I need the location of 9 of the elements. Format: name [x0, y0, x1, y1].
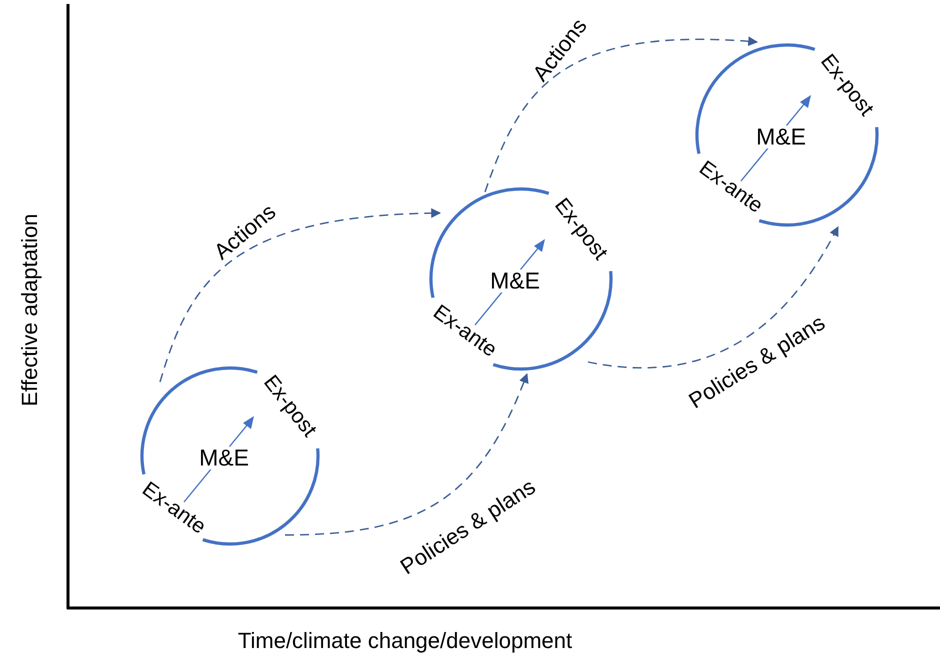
axis-title: Time/climate change/development [238, 630, 572, 652]
cycle-circle [140, 366, 320, 546]
dashed-arrow [484, 36, 758, 192]
axis-title: Effective adaptation [19, 214, 41, 406]
dashed-arrow [159, 208, 441, 382]
cycle-circle [429, 187, 613, 371]
cycle-circle [695, 43, 879, 227]
dashed-arrow [588, 226, 839, 368]
dashed-arrow [284, 373, 528, 536]
